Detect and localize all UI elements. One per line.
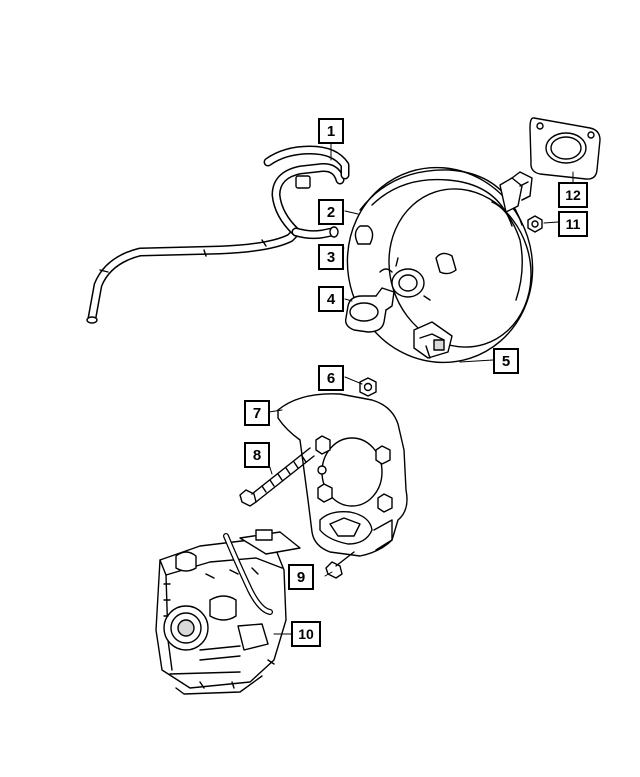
callout-11: 11: [558, 211, 588, 237]
callout-5: 5: [493, 348, 519, 374]
bolt-part-8: [239, 447, 315, 507]
nut-part-11: [527, 215, 543, 233]
vacuum-hose-part: [86, 145, 350, 324]
callout-2: 2: [318, 199, 344, 225]
mounting-bracket-part: [277, 393, 408, 557]
check-valve-part: [344, 287, 395, 333]
callout-9: 9: [288, 564, 314, 590]
callout-1: 1: [318, 118, 344, 144]
callout-4: 4: [318, 286, 344, 312]
callout-3: 3: [318, 244, 344, 270]
callout-8: 8: [244, 442, 270, 468]
nut-part-6: [359, 377, 377, 397]
brake-booster-part: [346, 166, 534, 364]
callout-7: 7: [244, 400, 270, 426]
callout-10: 10: [291, 621, 321, 647]
bracket-studs: [315, 435, 393, 513]
gasket-part: [529, 117, 601, 180]
bolt-part-9: [325, 551, 355, 579]
hydraulic-unit-part: [155, 529, 301, 695]
callout-12: 12: [558, 182, 588, 208]
callout-6: 6: [318, 365, 344, 391]
